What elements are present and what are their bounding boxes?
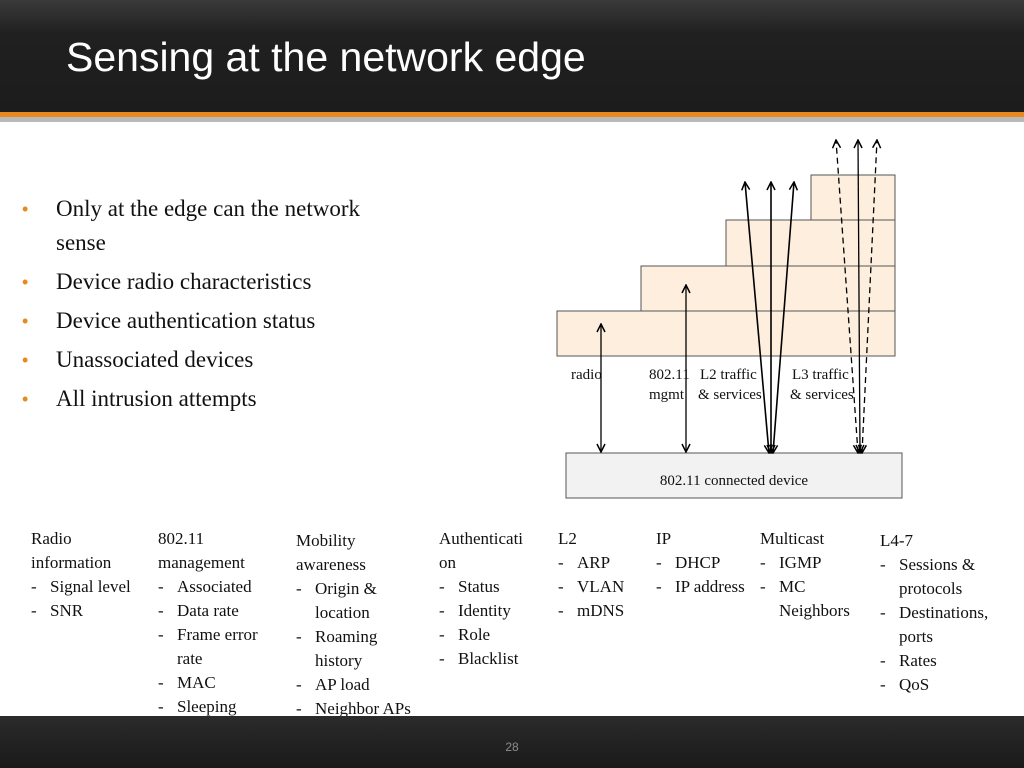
column-title: Authenticati on bbox=[439, 529, 524, 572]
footer-bar bbox=[0, 716, 1024, 768]
column-list: -ARP -VLAN -mDNS bbox=[558, 551, 648, 623]
column-l2: L2 -ARP -VLAN -mDNS bbox=[558, 527, 648, 623]
list-item: -Neighbor APs bbox=[296, 699, 411, 718]
l2-label-line2: & services bbox=[698, 387, 762, 403]
column-authentication: Authenticati on -Status -Identity -Role … bbox=[439, 527, 549, 671]
list-item: -MC Neighbors bbox=[760, 577, 850, 620]
bullet-text: Device authentication status bbox=[56, 308, 316, 333]
list-item: -Destinations, ports bbox=[880, 603, 989, 646]
list-item: -Blacklist bbox=[439, 649, 519, 668]
list-item: -QoS bbox=[880, 675, 930, 694]
layer-block-mgmt bbox=[640, 265, 896, 312]
column-multicast: Multicast -IGMP -MC Neighbors bbox=[760, 527, 878, 623]
bullet-list: •Only at the edge can the network sense … bbox=[22, 192, 362, 421]
bullet-item: • All intrusion attempts bbox=[22, 382, 362, 416]
list-item: -Frame error rate bbox=[158, 625, 258, 668]
l2-traffic-arrow bbox=[773, 182, 794, 453]
bullet-icon: • bbox=[22, 389, 29, 409]
list-item: -IP address bbox=[656, 577, 745, 596]
bullet-icon: • bbox=[22, 199, 29, 219]
list-item: -Sessions & protocols bbox=[880, 555, 976, 598]
list-item: -Role bbox=[439, 625, 491, 644]
l3-traffic-arrow bbox=[862, 140, 877, 453]
column-80211-management: 802.11 management -Associated -Data rate… bbox=[158, 527, 288, 719]
l2-traffic-arrow bbox=[745, 182, 769, 453]
list-item: -Roaming history bbox=[296, 627, 378, 670]
list-item: -Sleeping bbox=[158, 697, 237, 716]
bullet-text: Unassociated devices bbox=[56, 347, 254, 372]
layer-block-l3 bbox=[810, 174, 896, 221]
list-item: -Identity bbox=[439, 601, 511, 620]
l3-label-line2: & services bbox=[790, 387, 854, 403]
list-item: -Origin & location bbox=[296, 579, 377, 622]
bullet-text: All intrusion attempts bbox=[56, 386, 257, 411]
list-item: -AP load bbox=[296, 675, 370, 694]
list-item: -Associated bbox=[158, 577, 252, 596]
bullet-text: Only at the edge can the network sense bbox=[56, 196, 360, 255]
divider-stripe bbox=[0, 117, 1024, 122]
device-label: 802.11 connected device bbox=[660, 473, 808, 489]
list-item: -DHCP bbox=[656, 553, 721, 572]
device-box bbox=[565, 452, 903, 499]
bullet-item: • Unassociated devices bbox=[22, 343, 362, 377]
list-item: -IGMP bbox=[760, 553, 822, 572]
column-title: IP bbox=[656, 529, 672, 548]
title-bar bbox=[0, 0, 1024, 112]
column-list: -Associated -Data rate -Frame error rate… bbox=[158, 575, 288, 719]
column-radio-information: Radio information -Signal level -SNR bbox=[31, 527, 159, 623]
list-item: -ARP bbox=[558, 553, 611, 572]
column-list: -Origin & location -Roaming history -AP … bbox=[296, 577, 432, 721]
column-title: Multicast bbox=[760, 529, 825, 548]
list-item: -Status bbox=[439, 577, 500, 596]
layer-block-radio bbox=[556, 310, 896, 357]
bullet-icon: • bbox=[22, 311, 29, 331]
list-item: -VLAN bbox=[558, 577, 625, 596]
mgmt-label-line2: mgmt bbox=[649, 387, 685, 403]
l2-label-line1: L2 traffic bbox=[700, 367, 757, 383]
page-number: 28 bbox=[505, 740, 519, 754]
column-ip: IP -DHCP -IP address bbox=[656, 527, 756, 599]
column-title: L2 bbox=[558, 529, 577, 548]
mgmt-label-line1: 802.11 bbox=[649, 367, 690, 383]
column-list: -DHCP -IP address bbox=[656, 551, 756, 599]
list-item: -MAC bbox=[158, 673, 216, 692]
bullet-item: • Device radio characteristics bbox=[22, 265, 362, 299]
slide-title: Sensing at the network edge bbox=[66, 34, 586, 80]
column-list: -Sessions & protocols -Destinations, por… bbox=[880, 553, 1016, 697]
column-mobility-awareness: Mobility awareness -Origin & location -R… bbox=[296, 529, 432, 721]
l3-label-line1: L3 traffic bbox=[792, 367, 849, 383]
column-title: Radio information bbox=[31, 529, 112, 572]
list-item: -mDNS bbox=[558, 601, 625, 620]
list-item: -Data rate bbox=[158, 601, 239, 620]
column-title: Mobility awareness bbox=[296, 531, 366, 574]
column-title: 802.11 management bbox=[158, 529, 245, 572]
column-list: -Status -Identity -Role -Blacklist bbox=[439, 575, 549, 671]
column-l4-7: L4-7 -Sessions & protocols -Destinations… bbox=[880, 529, 1016, 697]
bullet-icon: • bbox=[22, 272, 29, 292]
radio-label: radio bbox=[571, 367, 602, 383]
bullet-text: Device radio characteristics bbox=[56, 269, 312, 294]
column-list: -Signal level -SNR bbox=[31, 575, 159, 623]
column-title: L4-7 bbox=[880, 531, 914, 550]
list-item: -Rates bbox=[880, 651, 937, 670]
accent-stripe bbox=[0, 112, 1024, 117]
list-item: -SNR bbox=[31, 601, 84, 620]
list-item: -Signal level bbox=[31, 577, 131, 596]
bullet-icon: • bbox=[22, 350, 29, 370]
bullet-item: • Only at the edge can the network sense bbox=[22, 192, 362, 260]
column-list: -IGMP -MC Neighbors bbox=[760, 551, 878, 623]
bullet-item: • Device authentication status bbox=[22, 304, 362, 338]
